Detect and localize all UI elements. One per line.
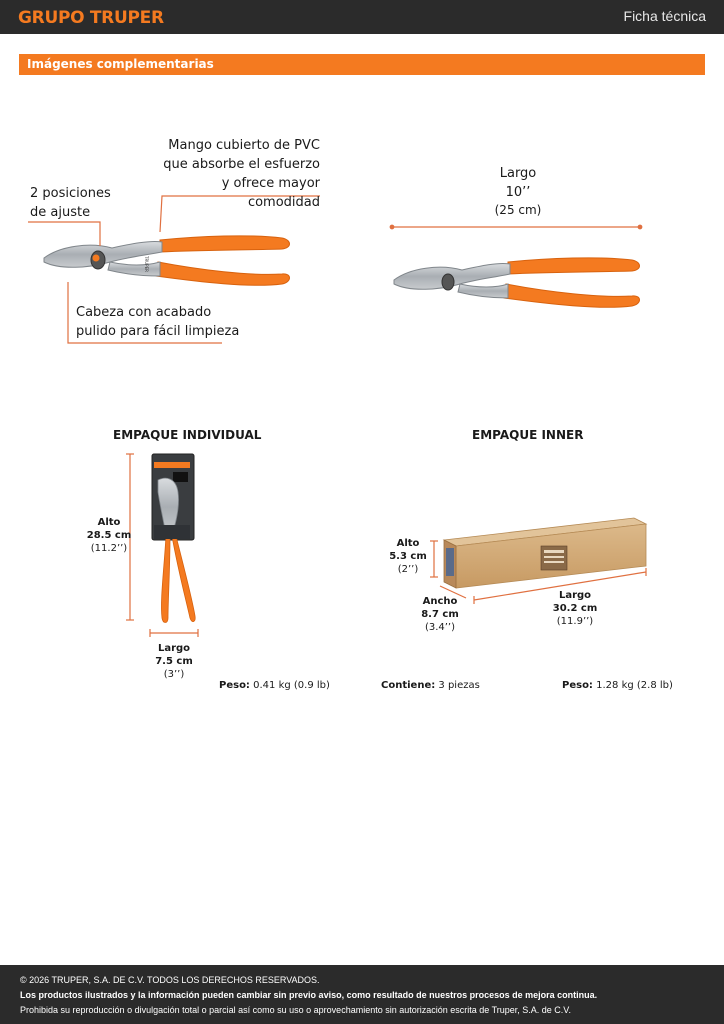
inner-box xyxy=(442,517,648,589)
individual-dimension-lines xyxy=(126,453,199,637)
individual-height-label: Alto xyxy=(97,517,121,528)
inner-width-dimension: Ancho 8.7 cm (3.4’’) xyxy=(412,595,468,634)
inner-contents: Contiene: 3 piezas xyxy=(381,680,480,691)
individual-height-cm: 28.5 cm xyxy=(86,530,132,541)
individual-length-label: Largo xyxy=(157,643,191,654)
length-label: Largo xyxy=(499,166,537,181)
header-bar: GRUPO TRUPER Ficha técnica xyxy=(0,0,724,34)
callout-adjust: 2 posiciones de ajuste xyxy=(30,186,111,220)
individual-weight-label: Peso: xyxy=(219,680,250,691)
individual-length-in: (3’’) xyxy=(163,669,185,680)
callout-lines xyxy=(28,195,320,344)
individual-package xyxy=(151,453,196,623)
inner-width-cm: 8.7 cm xyxy=(421,609,459,620)
inner-package-title: EMPAQUE INNER xyxy=(472,428,584,442)
individual-weight-value: 0.41 kg (0.9 lb) xyxy=(253,680,330,691)
inner-length-label: Largo xyxy=(558,590,592,601)
footer-copyright: © 2026 TRUPER, S.A. DE C.V. TODOS LOS DE… xyxy=(20,975,320,985)
individual-weight: Peso: 0.41 kg (0.9 lb) xyxy=(219,680,330,691)
svg-text:TRUPER: TRUPER xyxy=(144,255,149,272)
length-centimeters: (25 cm) xyxy=(494,203,542,217)
inner-length-dimension: Largo 30.2 cm (11.9’’) xyxy=(545,589,605,628)
individual-height-in: (11.2’’) xyxy=(90,543,128,554)
footer-prohibition: Prohibida su reproducción o divulgación … xyxy=(20,1005,571,1015)
individual-length-dimension: Largo 7.5 cm (3’’) xyxy=(144,642,204,681)
section-header: Imágenes complementarias xyxy=(19,54,705,75)
length-dimension-line xyxy=(389,224,643,230)
slip-joint-pliers-annotated: TRUPER xyxy=(43,235,290,286)
inner-contents-label: Contiene: xyxy=(381,680,436,691)
inner-dimension-lines xyxy=(430,540,647,604)
document-type: Ficha técnica xyxy=(623,8,706,24)
inner-width-in: (3.4’’) xyxy=(424,622,456,633)
inner-length-in: (11.9’’) xyxy=(556,616,594,627)
footer-notice: Los productos ilustrados y la informació… xyxy=(20,990,598,1000)
inner-height-label: Alto xyxy=(396,538,420,549)
individual-package-title: EMPAQUE INDIVIDUAL xyxy=(113,428,262,442)
inner-weight: Peso: 1.28 kg (2.8 lb) xyxy=(562,680,673,691)
inner-height-dimension: Alto 5.3 cm (2’’) xyxy=(382,537,434,576)
individual-height-dimension: Alto 28.5 cm (11.2’’) xyxy=(76,516,142,555)
inner-height-cm: 5.3 cm xyxy=(389,551,427,562)
inner-width-label: Ancho xyxy=(422,596,458,607)
inner-weight-value: 1.28 kg (2.8 lb) xyxy=(596,680,673,691)
slip-joint-pliers-length xyxy=(393,257,640,308)
inner-height-in: (2’’) xyxy=(397,564,419,575)
brand-logo: GRUPO TRUPER xyxy=(18,8,164,28)
length-inches: 10’’ xyxy=(505,185,531,200)
callout-head: Cabeza con acabado pulido para fácil lim… xyxy=(76,305,240,339)
callout-handle: Mango cubierto de PVC que absorbe el esf… xyxy=(163,138,320,210)
individual-length-cm: 7.5 cm xyxy=(155,656,193,667)
inner-contents-value: 3 piezas xyxy=(438,680,480,691)
inner-weight-label: Peso: xyxy=(562,680,593,691)
footer: © 2026 TRUPER, S.A. DE C.V. TODOS LOS DE… xyxy=(0,965,724,1024)
inner-length-cm: 30.2 cm xyxy=(552,603,598,614)
section-title: Imágenes complementarias xyxy=(27,57,214,71)
